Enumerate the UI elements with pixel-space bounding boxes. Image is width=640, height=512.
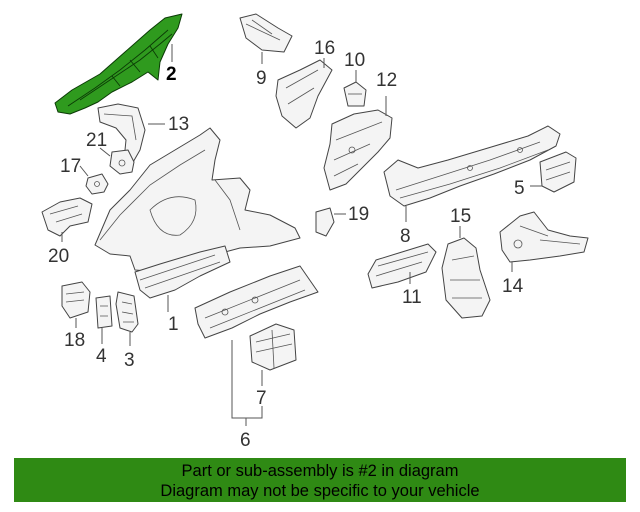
info-banner: Part or sub-assembly is #2 in diagram Di…: [14, 458, 626, 502]
callout-9: 9: [256, 68, 267, 89]
part-5[interactable]: [539, 151, 577, 193]
callout-18: 18: [64, 330, 85, 351]
part-17[interactable]: [85, 173, 109, 195]
part-12[interactable]: [323, 109, 393, 191]
part-6[interactable]: [194, 265, 319, 339]
callout-2: 2: [166, 64, 177, 85]
part-4[interactable]: [95, 295, 113, 329]
callout-12: 12: [376, 70, 397, 91]
leader-21: [99, 147, 111, 157]
callout-19: 19: [348, 204, 369, 225]
callout-8: 8: [400, 226, 411, 247]
callout-16: 16: [314, 38, 335, 59]
part-2-highlighted[interactable]: [54, 13, 183, 115]
part-18[interactable]: [61, 281, 91, 319]
callout-21: 21: [86, 130, 107, 151]
banner-line-disclaimer: Diagram may not be specific to your vehi…: [160, 482, 480, 500]
part-19[interactable]: [315, 207, 335, 237]
banner-line-part: Part or sub-assembly is #2 in diagram: [181, 462, 459, 480]
part-10[interactable]: [343, 81, 367, 107]
part-14[interactable]: [499, 211, 589, 263]
part-16[interactable]: [275, 59, 333, 129]
part-3[interactable]: [115, 291, 139, 333]
callout-13: 13: [168, 114, 189, 135]
leader-6-bracket: [231, 340, 263, 419]
callout-4: 4: [96, 346, 107, 367]
callout-5: 5: [514, 178, 525, 199]
callout-3: 3: [124, 350, 135, 371]
callout-1: 1: [168, 314, 179, 335]
part-15[interactable]: [441, 237, 491, 319]
callout-6: 6: [240, 430, 251, 451]
part-21[interactable]: [109, 149, 135, 175]
callout-15: 15: [450, 206, 471, 227]
callout-11: 11: [402, 287, 422, 308]
leader-17: [79, 165, 89, 177]
part-7[interactable]: [249, 323, 297, 371]
part-8[interactable]: [383, 125, 561, 207]
callout-14: 14: [502, 276, 524, 297]
callout-7: 7: [256, 388, 267, 409]
part-9[interactable]: [239, 13, 293, 53]
callout-20: 20: [48, 246, 69, 267]
callout-10: 10: [344, 50, 365, 71]
callout-17: 17: [60, 156, 81, 177]
parts-diagram: 1 2 3 4 5 6 7 8 9 10 11 12 13 14 15 16 1…: [41, 13, 589, 451]
part-1[interactable]: [94, 127, 301, 299]
part-20[interactable]: [41, 197, 93, 237]
part-11[interactable]: [367, 243, 437, 289]
